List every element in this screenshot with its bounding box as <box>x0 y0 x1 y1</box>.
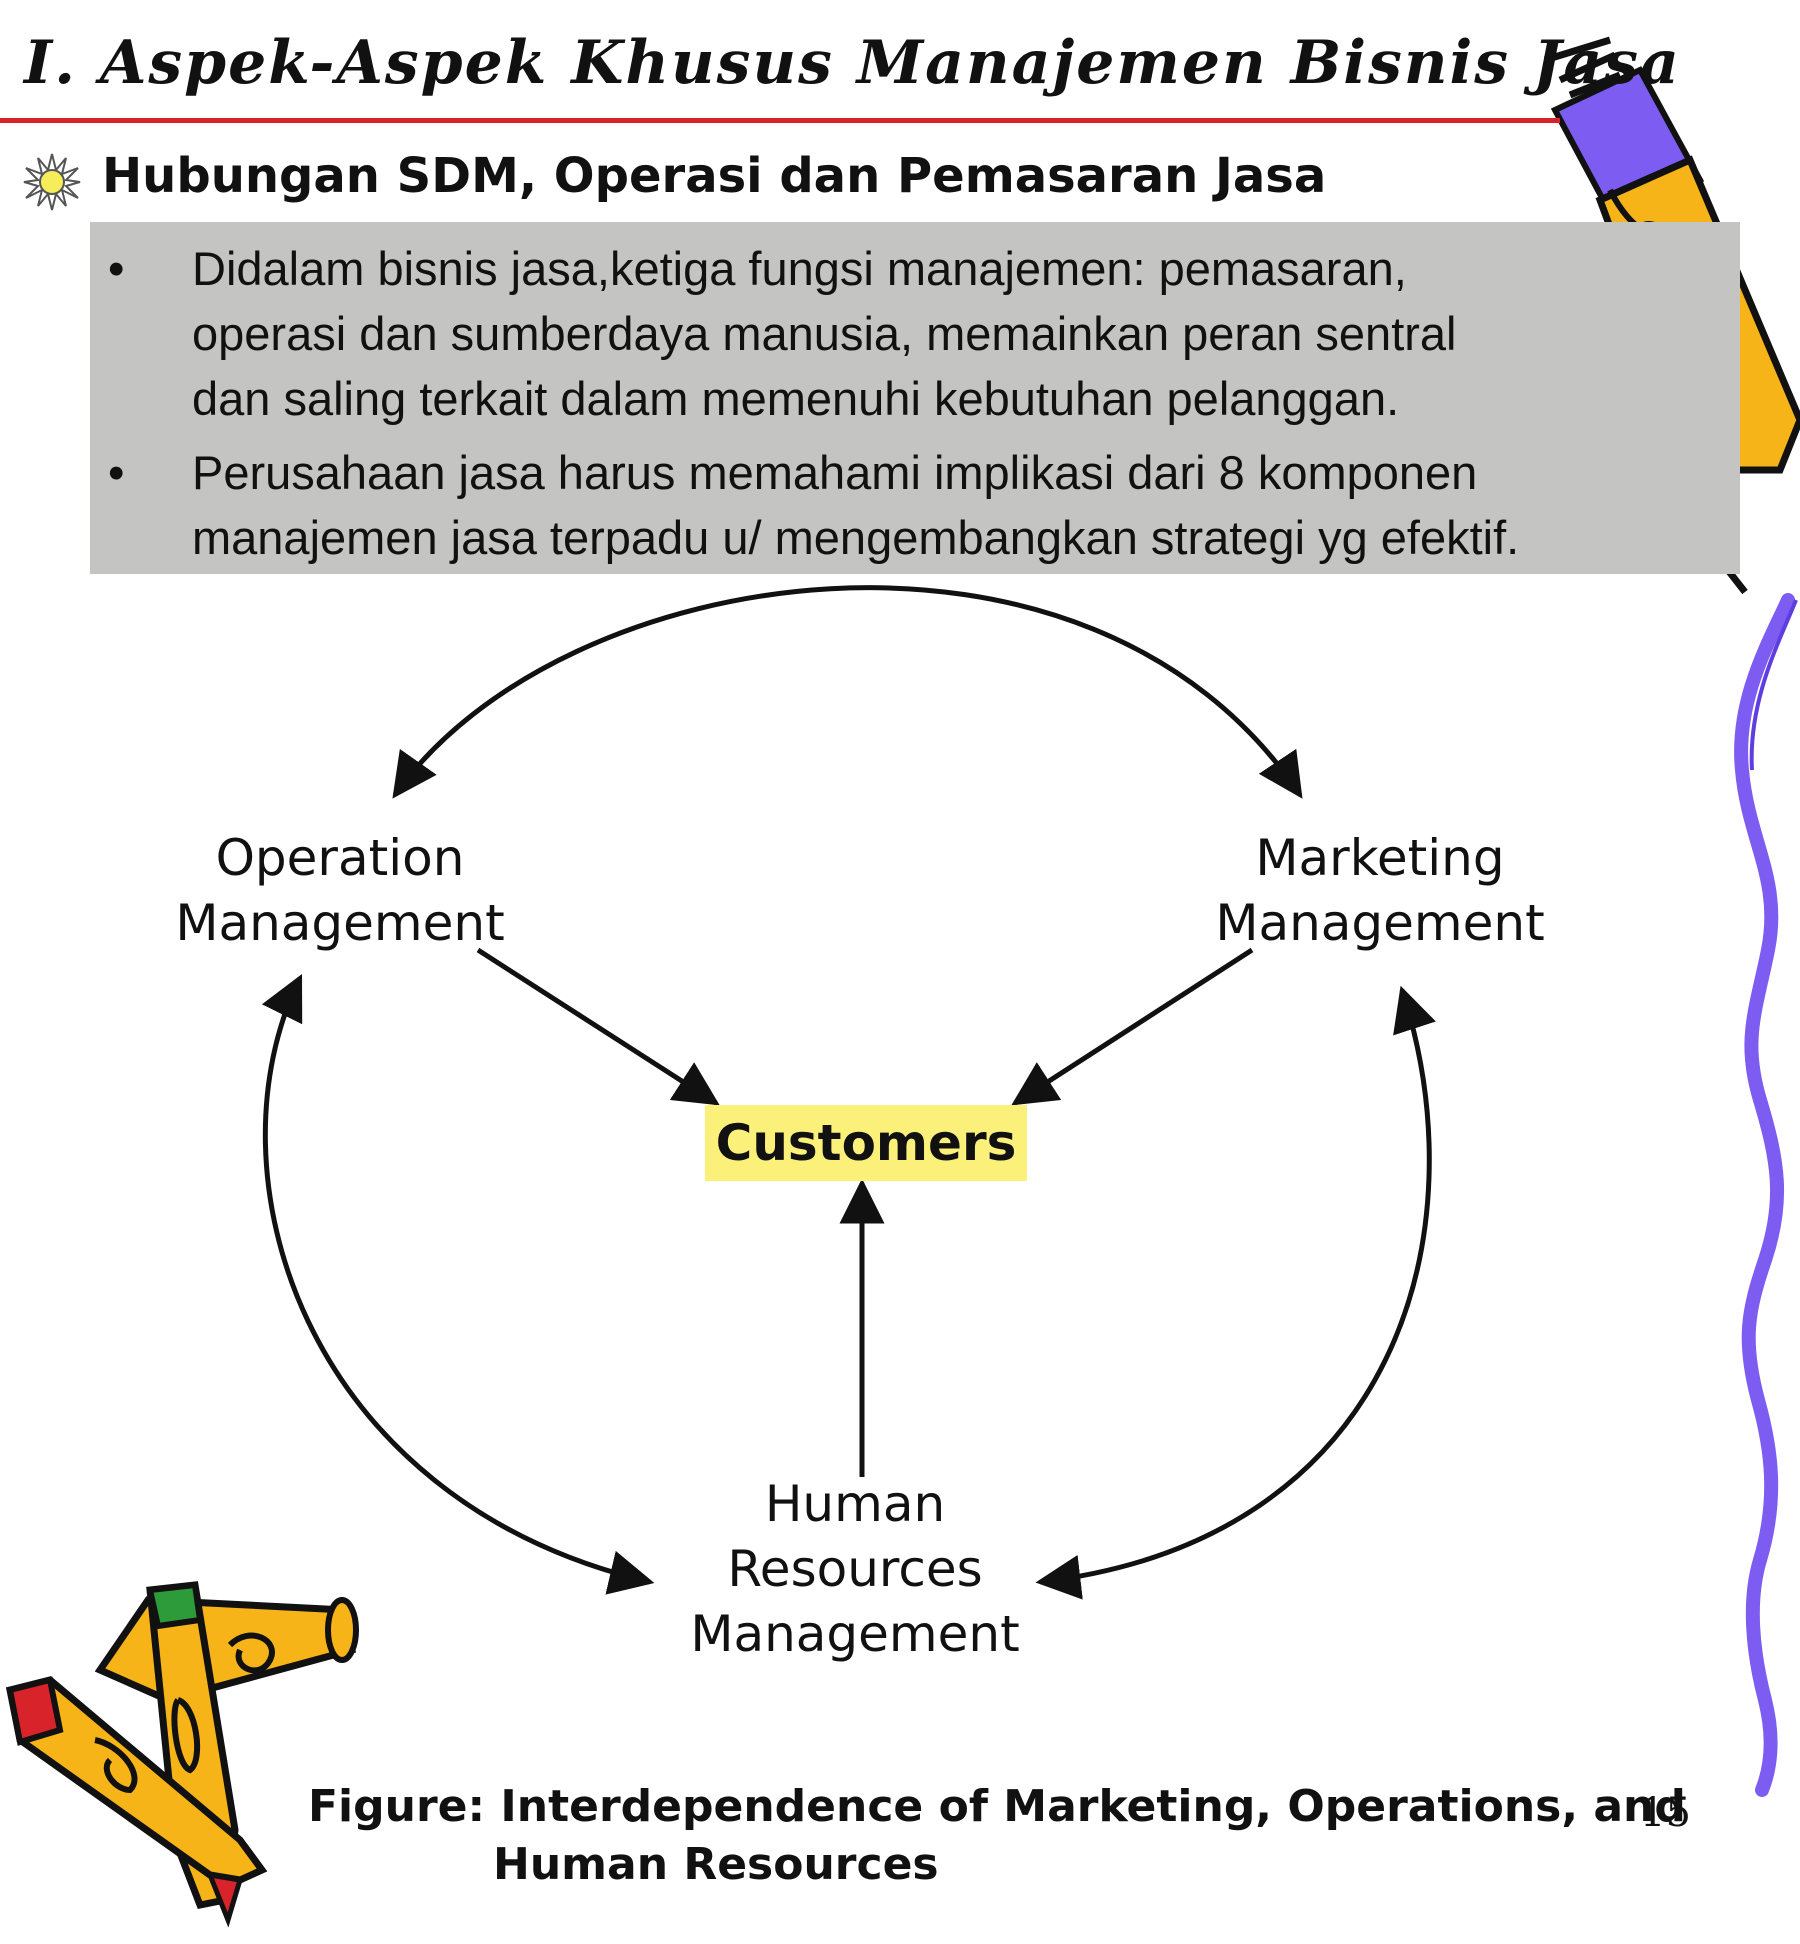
slide-title: I. Aspek-Aspek Khusus Manajemen Bisnis J… <box>24 28 1681 98</box>
arrow-marketing-hr <box>1035 985 1436 1600</box>
arrow-marketing-customers <box>1011 947 1254 1106</box>
sun-icon <box>23 153 81 211</box>
bullet-text: Perusahaan jasa harus memahami implikasi… <box>192 446 1520 564</box>
crossed-pencils-icon <box>5 1581 359 1928</box>
node-marketing-management: Marketing Management <box>1215 829 1545 952</box>
arrow-operation-customers <box>476 947 720 1106</box>
node-human-resources-management: Human Resources Management <box>690 1475 1020 1663</box>
node-operation-management: Operation Management <box>175 829 505 952</box>
page-number: 15 <box>1640 1790 1691 1836</box>
bullet-text: Didalam bisnis jasa,ketiga fungsi manaje… <box>192 242 1457 425</box>
arrow-operation-hr <box>261 973 655 1595</box>
bullet-box: • Didalam bisnis jasa,ketiga fungsi mana… <box>90 222 1740 574</box>
bullet-marker: • <box>108 446 125 499</box>
arrow-operation-marketing <box>392 585 1303 799</box>
caption-line-2: Human Resources <box>493 1839 939 1890</box>
section-subtitle: Hubungan SDM, Operasi dan Pemasaran Jasa <box>102 148 1327 204</box>
caption-line-1: Figure: Interdependence of Marketing, Op… <box>308 1781 1686 1832</box>
node-customers: Customers <box>705 1105 1027 1181</box>
bullet-item: • Didalam bisnis jasa,ketiga fungsi mana… <box>90 236 1740 431</box>
bullet-item: • Perusahaan jasa harus memahami implika… <box>90 440 1740 570</box>
bullet-marker: • <box>108 242 125 295</box>
wavy-line-decoration <box>1734 593 1795 1797</box>
title-underline <box>0 118 1560 123</box>
figure-caption: Figure: Interdependence of Marketing, Op… <box>308 1778 1686 1894</box>
